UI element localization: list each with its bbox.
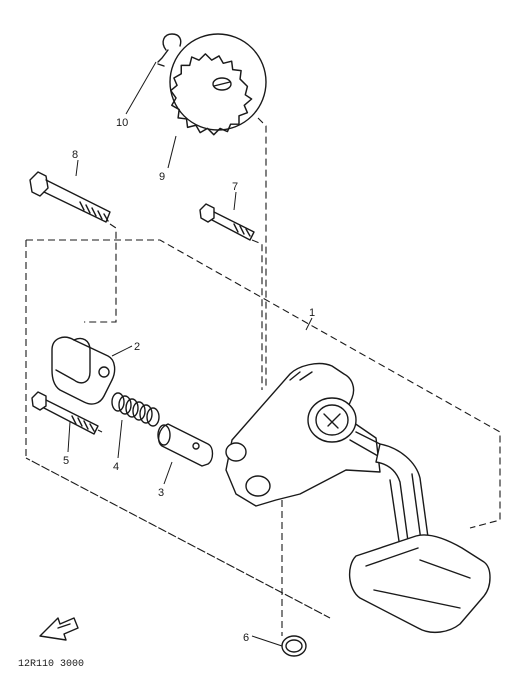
callout-8: 8 xyxy=(72,149,78,161)
relief-spring xyxy=(111,392,160,427)
guide-line xyxy=(84,223,117,323)
callout-7: 7 xyxy=(232,181,238,193)
assembly-boundary xyxy=(25,239,501,619)
relief-plunger xyxy=(157,423,214,467)
relief-valve-cover xyxy=(51,336,116,405)
guide-line xyxy=(251,239,263,390)
long-bolt xyxy=(29,171,111,223)
cover-bolt xyxy=(31,391,99,435)
o-ring xyxy=(281,635,307,657)
callout-3: 3 xyxy=(158,487,164,499)
oil-pump-body xyxy=(225,362,385,507)
callout-10: 10 xyxy=(116,117,128,129)
drive-gear xyxy=(169,33,267,136)
callout-2: 2 xyxy=(134,341,140,353)
guide-line xyxy=(97,429,103,433)
oil-strainer xyxy=(349,443,491,634)
callout-4: 4 xyxy=(113,461,119,473)
front-direction-arrow-icon xyxy=(39,617,79,641)
callout-5: 5 xyxy=(63,455,69,467)
drawing-code: 12R110 3000 xyxy=(18,659,84,670)
short-bolt xyxy=(199,203,255,241)
callout-1: 1 xyxy=(309,307,315,319)
callout-6: 6 xyxy=(243,632,249,644)
callout-9: 9 xyxy=(159,171,165,183)
circlip xyxy=(157,33,182,67)
guide-line xyxy=(257,117,267,386)
